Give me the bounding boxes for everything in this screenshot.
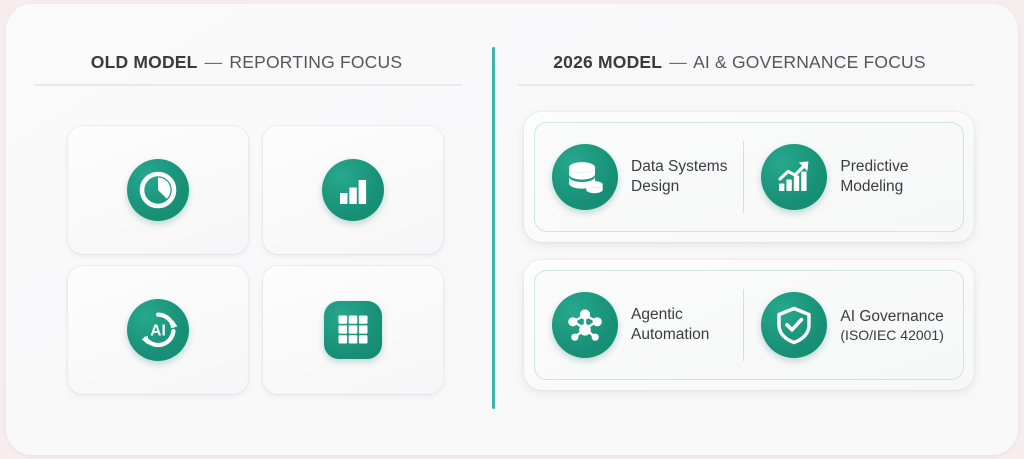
- capability-label: AI Governance: [840, 308, 944, 326]
- ai-refresh-icon: AI: [127, 299, 189, 361]
- left-heading-rest: REPORTING FOCUS: [229, 52, 403, 72]
- database-icon: [552, 144, 618, 210]
- tile-bar-chart[interactable]: [263, 126, 443, 254]
- card-item-divider: [743, 141, 745, 213]
- bar-chart-icon: [322, 159, 384, 221]
- right-heading-rest: AI & GOVERNANCE FOCUS: [693, 52, 926, 72]
- left-heading-strong: OLD MODEL: [90, 52, 198, 72]
- left-panel: OLD MODEL — REPORTING FOCUS: [6, 4, 487, 455]
- capability-predictive-modeling[interactable]: Predictive Modeling: [744, 144, 963, 210]
- pie-chart-icon: [127, 159, 189, 221]
- spreadsheet-grid-icon: [324, 301, 382, 359]
- tile-pie-chart[interactable]: [68, 126, 248, 254]
- panel-divider: [492, 47, 495, 409]
- right-heading-strong: 2026 MODEL: [553, 52, 663, 72]
- tile-ai-refresh[interactable]: AI: [68, 266, 248, 394]
- right-heading-dash: —: [669, 52, 687, 72]
- capability-label: Agentic Automation: [631, 306, 710, 343]
- capability-label: Data Systems Design: [631, 158, 728, 195]
- left-panel-heading: OLD MODEL — REPORTING FOCUS: [6, 52, 487, 73]
- left-heading-dash: —: [204, 52, 223, 72]
- capability-data-systems-design[interactable]: Data Systems Design: [535, 144, 743, 210]
- capability-label: Predictive Modeling: [840, 158, 909, 195]
- capability-card[interactable]: Agentic Automation: [524, 260, 974, 390]
- trending-up-chart-icon: [761, 144, 828, 210]
- card-item-divider: [743, 289, 745, 361]
- capability-ai-governance[interactable]: AI Governance (ISO/IEC 42001): [744, 292, 963, 358]
- right-heading-rule: [518, 84, 974, 86]
- new-model-card-list: Data Systems Design: [524, 112, 974, 390]
- capability-sublabel: (ISO/IEC 42001): [840, 326, 944, 343]
- right-panel-heading: 2026 MODEL — AI & GOVERNANCE FOCUS: [487, 52, 992, 73]
- capability-label-group: AI Governance (ISO/IEC 42001): [840, 307, 944, 343]
- shield-check-icon: [761, 292, 828, 358]
- tile-spreadsheet[interactable]: [263, 266, 443, 394]
- capability-card-inner: Data Systems Design: [534, 122, 964, 232]
- left-heading-rule: [34, 84, 462, 86]
- capability-card-inner: Agentic Automation: [534, 270, 964, 380]
- svg-text:AI: AI: [150, 322, 166, 339]
- capability-card[interactable]: Data Systems Design: [524, 112, 974, 242]
- right-panel: 2026 MODEL — AI & GOVERNANCE FOCUS: [487, 4, 1018, 455]
- main-panel: OLD MODEL — REPORTING FOCUS: [6, 4, 1018, 455]
- network-nodes-icon: [552, 292, 618, 358]
- old-model-tile-grid: AI: [68, 126, 443, 394]
- capability-agentic-automation[interactable]: Agentic Automation: [535, 292, 743, 358]
